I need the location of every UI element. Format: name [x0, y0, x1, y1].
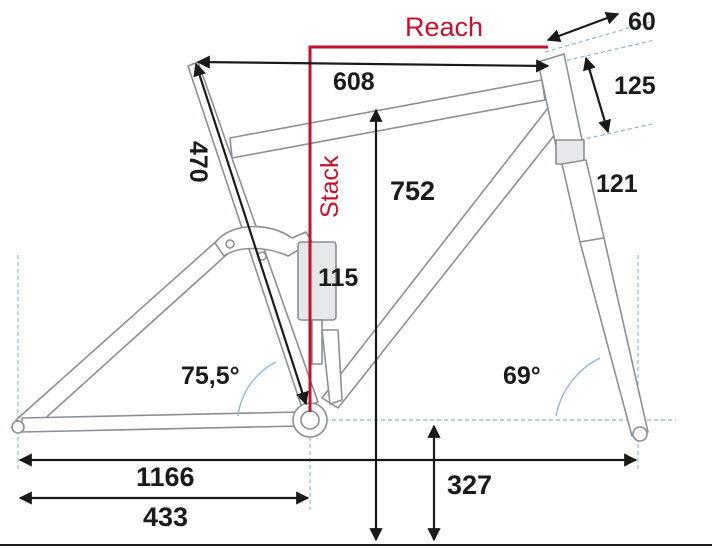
reach-label: Reach: [405, 12, 483, 42]
wheelbase-value-label: 1166: [136, 462, 195, 492]
reach-value-label: 608: [333, 68, 375, 96]
reach-stack-lines: [308, 45, 548, 412]
shock-shaft: [311, 319, 323, 365]
head-tube-value-label: 125: [614, 72, 656, 100]
head-angle-label: 69°: [503, 362, 541, 390]
bike-frame: [11, 53, 649, 442]
chain-stay: [21, 411, 301, 433]
stack-value-label: 752: [390, 176, 435, 206]
fork-lower: [579, 237, 649, 437]
stem-guide-top: [544, 21, 651, 53]
rocker-pivot-1: [225, 239, 235, 249]
seat-stay: [15, 237, 235, 433]
bottom-bracket-inner: [300, 410, 320, 430]
stem-value-label: 60: [628, 8, 656, 36]
seat-tube-470-arrow: [193, 62, 309, 406]
headtube-guide-bottom: [579, 123, 653, 141]
rear-dropout: [11, 420, 25, 434]
stem-guide-bottom: [559, 39, 656, 63]
shock-mount: [321, 329, 343, 405]
seat-angle-arc: [237, 361, 277, 417]
front-dropout: [632, 426, 648, 442]
fork-value-label: 121: [596, 170, 638, 198]
dimension-arrows: [18, 11, 638, 542]
reach-608-arrow: [196, 55, 550, 73]
stem-60-arrow: [546, 11, 620, 43]
head-angle-arc: [555, 357, 601, 417]
shock-value-label: 115: [318, 264, 358, 292]
bb-height-value-label: 327: [447, 470, 492, 500]
seat-tube-value-label: 470: [184, 141, 212, 183]
chainstay-value-label: 433: [143, 502, 188, 532]
seat-angle-label: 75,5°: [181, 362, 240, 390]
headtube-125-arrow: [583, 56, 611, 134]
reach-stack-line: [308, 45, 548, 412]
top-tube: [229, 79, 546, 159]
stack-label: Stack: [316, 155, 344, 218]
